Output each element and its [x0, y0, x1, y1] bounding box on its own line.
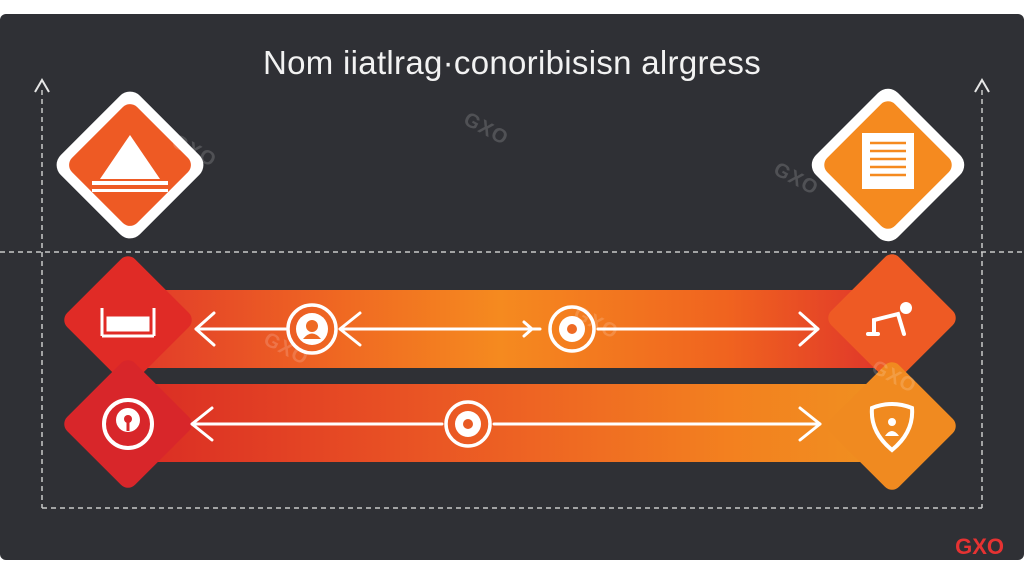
- pushup-person-icon: [866, 302, 912, 336]
- row2-arrow-right: [492, 406, 822, 442]
- diagram-title: Nom iiatlrag·conoribisisn alrgress: [262, 44, 762, 81]
- diagram-panel: [0, 14, 1024, 560]
- row1-arrow-left: [194, 311, 288, 347]
- row1-target-icon: [548, 305, 596, 353]
- row1-arrow-right: [596, 311, 820, 347]
- right-axis-arrow-icon: [974, 78, 990, 93]
- row1-right-diamond: [828, 254, 956, 382]
- row2-left-diamond: [64, 360, 192, 488]
- row2-target-icon: [444, 400, 492, 448]
- row2-right-diamond: [828, 362, 956, 490]
- user-circle-icon: [286, 303, 338, 355]
- row1-arrow-mid: [338, 311, 542, 347]
- document-icon: [862, 133, 914, 189]
- keyhole-circle-icon: [102, 398, 154, 450]
- left-axis-arrow-icon: [34, 78, 50, 93]
- mountain-icon: [92, 135, 168, 192]
- row1-left-diamond: [64, 256, 192, 384]
- row2-arrow-left: [190, 406, 444, 442]
- bed-icon: [100, 308, 156, 338]
- shield-person-icon: [869, 402, 915, 453]
- top-right-diamond: [811, 88, 965, 242]
- corner-watermark: GXO: [955, 534, 1004, 559]
- top-left-diamond: [56, 91, 204, 239]
